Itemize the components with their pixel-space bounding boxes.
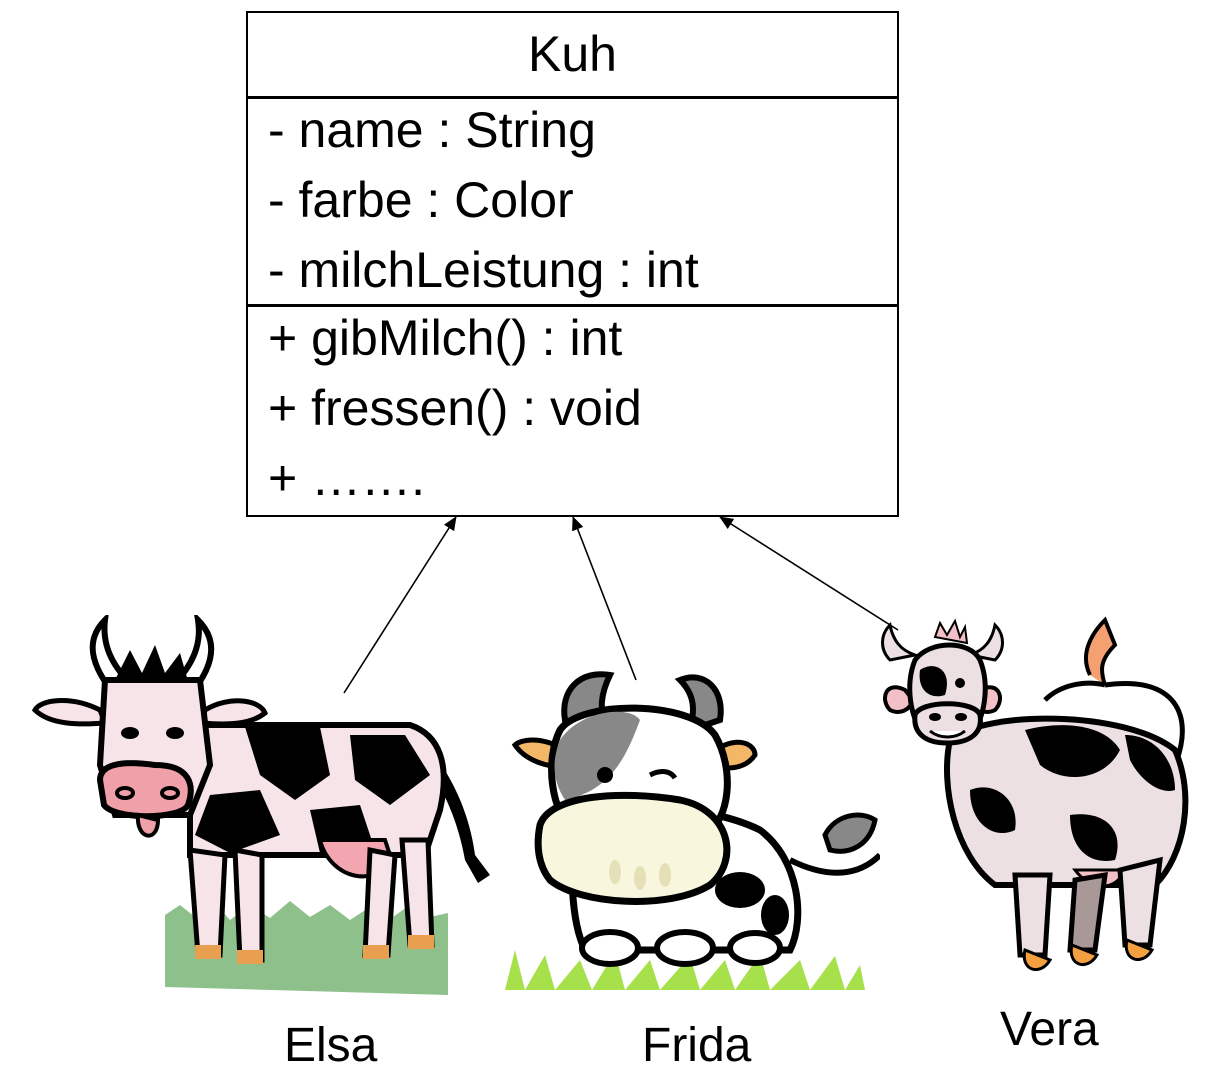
instance-label-elsa: Elsa: [284, 1019, 378, 1072]
attribute-farbe: - farbe : Color: [268, 172, 574, 228]
operations-compartment: + gibMilch() : int + fressen() : void + …: [248, 307, 897, 517]
elsa-cow-image: [31, 615, 490, 995]
arrow-frida: [572, 516, 637, 681]
attribute-name: - name : String: [268, 102, 596, 158]
frida-cow-image: [505, 671, 880, 990]
arrow-elsa: [343, 516, 457, 694]
attribute-milchleistung: - milchLeistung : int: [268, 242, 699, 298]
operation-more: + …….: [268, 450, 425, 506]
arrow-vera: [719, 516, 899, 631]
vera-cow-image: [881, 616, 1189, 972]
class-name: Kuh: [248, 13, 897, 99]
operation-fressen: + fressen() : void: [268, 380, 642, 436]
attributes-compartment: - name : String - farbe : Color - milchL…: [248, 99, 897, 307]
instance-label-frida: Frida: [642, 1019, 752, 1072]
uml-class-box: Kuh - name : String - farbe : Color - mi…: [246, 11, 899, 517]
operation-gibmilch: + gibMilch() : int: [268, 310, 623, 366]
instance-label-vera: Vera: [1000, 1003, 1099, 1056]
